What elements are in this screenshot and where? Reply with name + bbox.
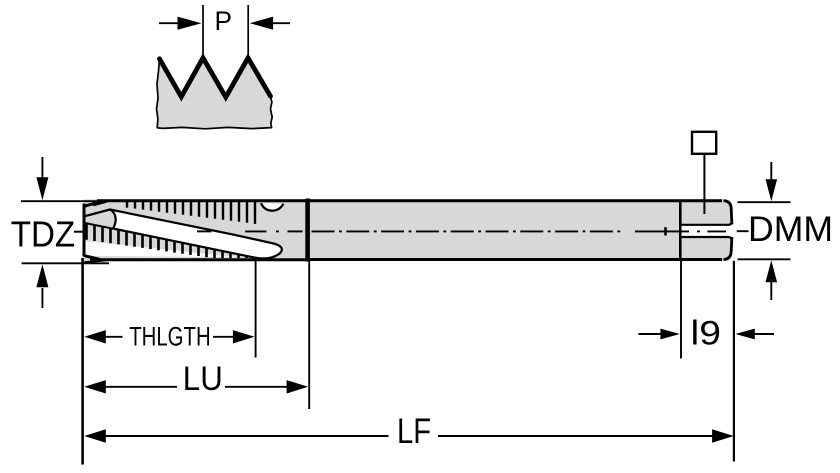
svg-text:DMM: DMM xyxy=(748,210,833,249)
svg-text:LU: LU xyxy=(183,360,223,398)
svg-text:THLGTH: THLGTH xyxy=(129,322,211,352)
svg-text:LF: LF xyxy=(397,411,431,451)
svg-text:l9: l9 xyxy=(691,315,722,353)
svg-text:TDZ: TDZ xyxy=(11,213,76,254)
svg-text:P: P xyxy=(215,6,233,36)
